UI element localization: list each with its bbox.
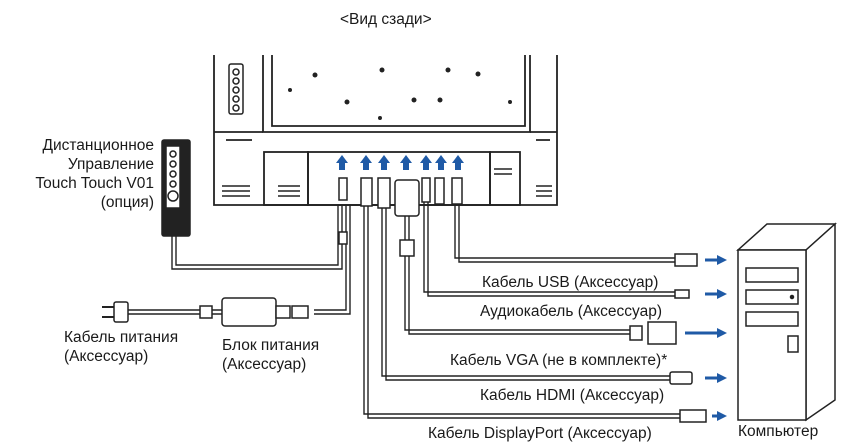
- remote-label-line2: Управление: [67, 156, 154, 173]
- power-cable-label-line1: Кабель питания: [64, 329, 179, 346]
- ferrite-cores: [338, 231, 415, 257]
- computer-tower: [736, 222, 837, 422]
- monitor-rear: [213, 55, 558, 206]
- monitor-screws: [288, 67, 512, 120]
- power-adapter-label-line2: (Аксессуар): [222, 356, 307, 373]
- diagram-title: <Вид сзади>: [340, 11, 432, 28]
- vent-slots: [222, 168, 552, 197]
- remote-label-line4: (опция): [100, 194, 154, 211]
- power-adapter: [199, 297, 309, 327]
- remote-control: [161, 139, 191, 237]
- power-plug: [102, 301, 129, 323]
- monitor-button-strip: [228, 63, 244, 115]
- power-cable-label-line2: (Аксессуар): [64, 348, 149, 365]
- computer-label: Компьютер: [738, 423, 819, 440]
- computer-arrows: [685, 255, 727, 421]
- hdmi-cable-label: Кабель HDMI (Аксессуар): [480, 387, 665, 404]
- power-adapter-label-line1: Блок питания: [222, 337, 320, 354]
- remote-label-line1: Дистанционное: [42, 137, 154, 154]
- usb-cable-label: Кабель USB (Аксессуар): [482, 274, 659, 291]
- remote-label-line3: Touch Touch V01: [35, 175, 154, 192]
- port-arrows: [336, 155, 464, 170]
- vga-cable-label: Кабель VGA (не в комплекте)*: [450, 352, 668, 369]
- audio-cable-label: Аудиокабель (Аксессуар): [480, 303, 663, 320]
- displayport-cable-label: Кабель DisplayPort (Аксессуар): [428, 425, 652, 442]
- end-connectors: [629, 253, 707, 423]
- monitor-connectors: [338, 177, 463, 217]
